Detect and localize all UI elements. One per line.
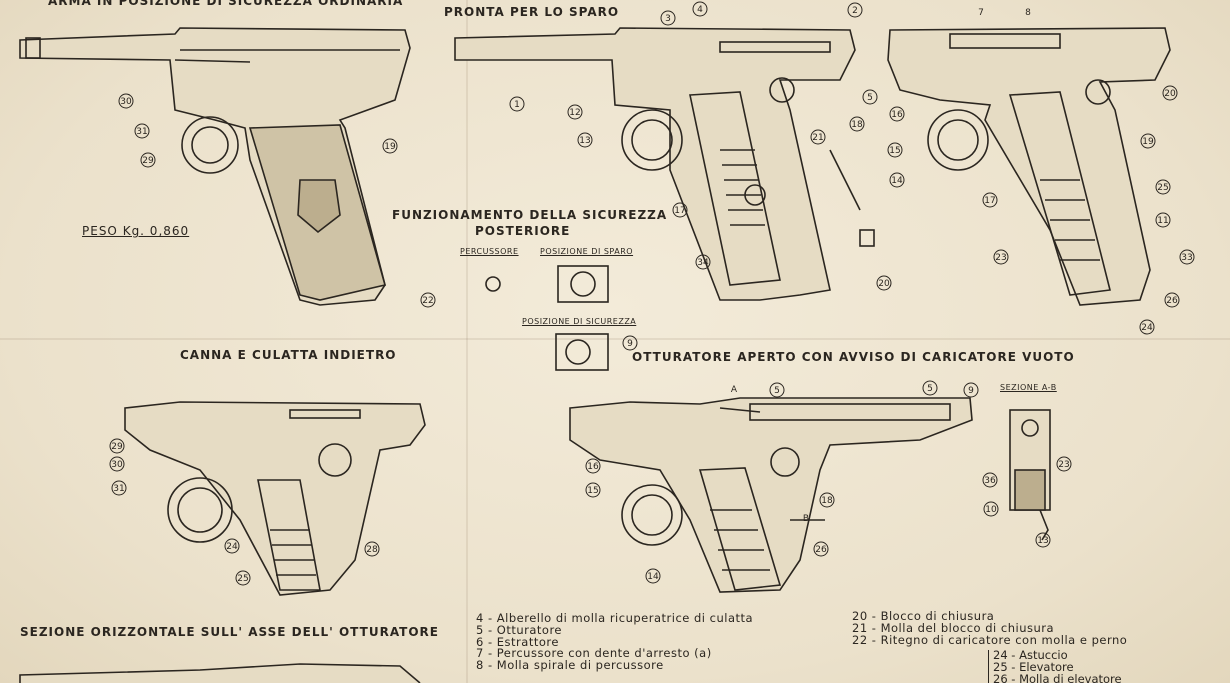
paper-fold-horizontal — [0, 338, 1230, 340]
legend-sub-magazine: 24 - Astuccio 25 - Elevatore 26 - Molla … — [988, 648, 1122, 683]
callout-fig3-24: 24 — [1141, 323, 1153, 333]
callout-fig3-33: 33 — [1181, 253, 1192, 263]
heading-safety-function: FUNZIONAMENTO DELLA SICUREZZA — [392, 208, 668, 222]
pistol-figure-1 — [19, 27, 411, 306]
callout-fig4-30: 30 — [111, 460, 123, 470]
callout-fig3-19: 19 — [1142, 137, 1154, 147]
callout-fig2-21: 21 — [812, 133, 823, 143]
callout-fig2-2: 2 — [852, 6, 858, 16]
heading-barrel-back: CANNA E CULATTA INDIETRO — [180, 348, 397, 362]
callout-fig4-25: 25 — [237, 574, 248, 584]
heading-safety-position: ARMA IN POSIZIONE DI SICUREZZA ORDINARIA — [48, 0, 404, 8]
callout-fig2-20: 20 — [878, 279, 890, 289]
callout-fig2-3: 3 — [665, 14, 671, 24]
callouts-fig6: 36 10 23 13 — [982, 456, 1072, 548]
legend-left: 4 - Alberello di molla ricuperatrice di … — [476, 611, 754, 673]
paper-fold-vertical — [466, 0, 468, 683]
callout-fig4-29: 29 — [111, 442, 123, 452]
label-firing-position: POSIZIONE DI SPARO — [540, 247, 634, 256]
callout-fig1-19: 19 — [384, 142, 396, 152]
pistol-figure-5 — [569, 397, 973, 593]
callout-fig5-5b: 5 — [927, 384, 933, 394]
horizontal-section-figure — [19, 663, 421, 683]
callout-fig5-16: 16 — [587, 462, 599, 472]
heading-horizontal-section: SEZIONE ORIZZONTALE SULL' ASSE DELL' OTT… — [20, 625, 439, 639]
label-section-ab: SEZIONE A-B — [1000, 383, 1057, 392]
callout-fig1-29: 29 — [142, 156, 154, 166]
callouts-fig5: A 5 5 9 16 15 18 B 26 14 — [585, 380, 979, 584]
callout-fig3-7: 7 — [978, 8, 984, 18]
callouts-fig1: 30 31 29 19 22 — [118, 93, 436, 308]
callout-fig1-22: 22 — [422, 296, 433, 306]
legend-item: 7 - Percussore con dente d'arresto (a) — [476, 646, 712, 661]
callout-fig6-36: 36 — [984, 476, 996, 486]
callout-fig3-25: 25 — [1157, 183, 1168, 193]
callout-fig3-15: 15 — [889, 146, 900, 156]
callout-fig2-13: 13 — [579, 136, 590, 146]
callout-fig5-5a: 5 — [774, 386, 780, 396]
callout-fig4-28: 28 — [366, 545, 378, 555]
callout-fig3-14: 14 — [891, 176, 903, 186]
legend-item: 21 - Molla del blocco di chiusura — [852, 620, 1055, 635]
legend-item: 4 - Alberello di molla ricuperatrice di … — [476, 611, 754, 625]
callout-fig3-16: 16 — [891, 110, 903, 120]
callout-fig1-31: 31 — [136, 127, 147, 137]
label-safety-position: POSIZIONE DI SICUREZZA — [522, 317, 637, 326]
legend-item: 8 - Molla spirale di percussore — [476, 658, 664, 673]
callouts-fig2: 1 12 13 2 3 4 5 18 21 17 34 20 — [509, 1, 892, 291]
legend-item: 26 - Molla di elevatore — [993, 671, 1122, 683]
callout-fig5-26: 26 — [815, 545, 827, 555]
label-percussore: PERCUSSORE — [460, 247, 519, 256]
callout-fig2-5: 5 — [867, 93, 873, 103]
callout-fig1-30: 30 — [120, 97, 132, 107]
legend-item: 25 - Elevatore — [993, 659, 1074, 674]
legend-item: 20 - Blocco di chiusura — [852, 609, 995, 623]
legend-item: 24 - Astuccio — [993, 648, 1068, 662]
callout-fig6-13: 13 — [1037, 536, 1048, 546]
callout-fig3-23: 23 — [995, 253, 1006, 263]
callout-fig5-B: B — [803, 514, 809, 524]
callout-fig6-23: 23 — [1058, 460, 1069, 470]
callout-fig2-1: 1 — [514, 100, 520, 110]
safety-detail — [485, 265, 609, 371]
section-ab-figure — [1009, 409, 1051, 541]
legend-item: 6 - Estrattore — [476, 634, 559, 649]
legend-right: 20 - Blocco di chiusura 21 - Molla del b… — [852, 609, 1128, 647]
pistol-figure-4 — [124, 401, 426, 596]
callout-fig2-12: 12 — [569, 108, 580, 118]
legend-item: 22 - Ritegno di caricatore con molla e p… — [852, 632, 1128, 647]
callout-fig5-14: 14 — [647, 572, 659, 582]
callout-fig2-4: 4 — [697, 5, 703, 15]
callout-fig4-24: 24 — [226, 542, 238, 552]
callouts-fig4: 29 30 31 24 28 25 — [109, 438, 380, 586]
callout-fig6-10: 10 — [985, 505, 997, 515]
callout-safety-9: 9 — [627, 339, 633, 349]
heading-bolt-open: OTTURATORE APERTO CON AVVISO DI CARICATO… — [632, 350, 1075, 364]
legend-item: 5 - Otturatore — [476, 622, 563, 637]
heading-safety-rear: POSTERIORE — [475, 224, 571, 238]
callouts-safety: 9 — [622, 335, 638, 351]
pistol-figure-2 — [454, 27, 875, 301]
callout-fig3-8: 8 — [1025, 8, 1031, 18]
callouts-fig3: 7 8 16 15 14 17 20 19 25 11 33 23 26 24 — [887, 8, 1195, 335]
callout-fig5-18: 18 — [821, 496, 833, 506]
callout-fig3-20: 20 — [1164, 89, 1176, 99]
callout-fig3-11: 11 — [1157, 216, 1168, 226]
callout-fig2-34: 34 — [697, 258, 709, 268]
weight-label: PESO Kg. 0,860 — [82, 224, 190, 238]
heading-ready-to-fire: PRONTA PER LO SPARO — [444, 5, 620, 19]
callout-fig3-17: 17 — [984, 196, 995, 206]
callout-fig5-9: 9 — [968, 386, 974, 396]
callout-fig3-26: 26 — [1166, 296, 1178, 306]
pistol-figure-3 — [887, 27, 1171, 306]
callout-fig2-17: 17 — [674, 206, 685, 216]
callout-fig2-18: 18 — [851, 120, 863, 130]
callout-fig4-31: 31 — [113, 484, 124, 494]
callout-fig5-A: A — [731, 385, 738, 395]
callout-fig5-15: 15 — [587, 486, 598, 496]
